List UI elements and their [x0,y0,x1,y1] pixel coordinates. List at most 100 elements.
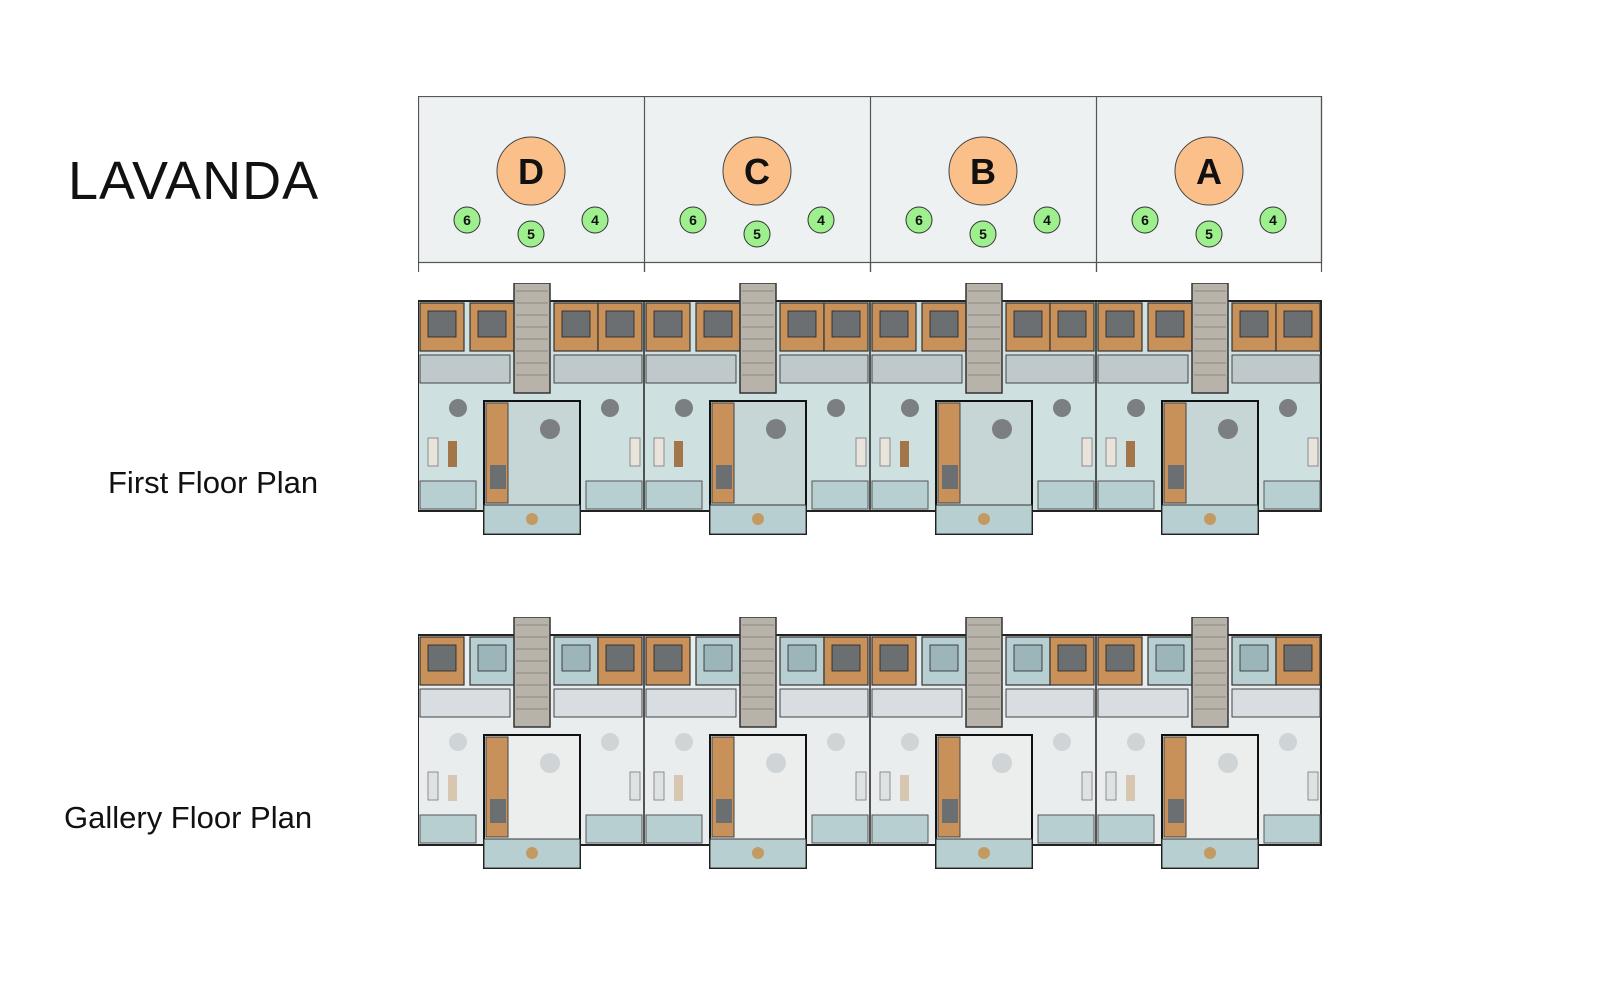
sofa [879,771,891,801]
bathroom [1005,688,1095,718]
unit-badge [581,206,609,234]
bed [427,644,457,672]
table [1218,753,1238,773]
staircase [965,282,1003,394]
terrace [811,480,869,510]
unit-number: 5 [1205,226,1213,242]
bed [1057,310,1087,338]
coffee-table [448,441,457,467]
bed [427,310,457,338]
bathroom [1097,688,1189,718]
bathroom [1005,354,1095,384]
sofa [1081,437,1093,467]
coffee-table [1126,441,1135,467]
table [449,399,467,417]
bed [1283,644,1313,672]
coffee-table [1126,775,1135,801]
bed [490,799,506,823]
bed [942,799,958,823]
staircase [965,616,1003,728]
block-badge [722,136,792,206]
bed [942,465,958,489]
bed [703,644,733,672]
staircase [739,616,777,728]
block-badge [496,136,566,206]
sofa [653,437,665,467]
table [1218,419,1238,439]
plan-block [1095,616,1321,869]
terrace [871,814,929,844]
table [901,733,919,751]
table [766,753,786,773]
unit-badge [517,220,545,248]
sofa [427,437,439,467]
terrace [645,480,703,510]
staircase [513,616,551,728]
bathroom [1231,354,1321,384]
bed [653,310,683,338]
bed [1105,310,1135,338]
block-d: D 6 5 4 [418,136,609,272]
bed [787,644,817,672]
bed [1168,799,1184,823]
bathroom [419,688,511,718]
staircase [513,282,551,394]
sofa [1081,771,1093,801]
bathroom [1097,354,1189,384]
plan-block [419,282,643,535]
unit-badge [453,206,481,234]
terrace [811,814,869,844]
plan-block [1095,282,1321,535]
table [1127,733,1145,751]
staircase [1191,282,1229,394]
balcony [709,504,807,535]
unit-number: 4 [817,212,825,228]
dining-set [978,513,990,525]
bed [477,310,507,338]
unit-badge [905,206,933,234]
unit-badge [1033,206,1061,234]
block-letter: D [518,151,544,192]
unit-number: 6 [463,212,471,228]
gallery-floor-plan-label: Gallery Floor Plan [64,800,313,835]
unit-badge [969,220,997,248]
terrace [645,814,703,844]
sofa [855,771,867,801]
terrace [419,480,477,510]
bed [1239,310,1269,338]
bed [1057,644,1087,672]
dining-set [1204,513,1216,525]
bathroom [645,688,737,718]
gallery-floor-plan-drawing [417,616,1323,870]
plan-block [643,616,869,869]
table [992,753,1012,773]
terrace [419,814,477,844]
block-badge [1174,136,1244,206]
unit-badge [1259,206,1287,234]
bed [879,644,909,672]
bed [605,644,635,672]
bathroom [779,354,869,384]
dining-set [752,847,764,859]
terrace [1263,814,1321,844]
coffee-table [674,441,683,467]
unit-number: 4 [1043,212,1051,228]
dining-set [526,847,538,859]
dining-set [978,847,990,859]
dining-set [752,513,764,525]
bed [477,644,507,672]
unit-number: 6 [1141,212,1149,228]
table [901,399,919,417]
table [540,753,560,773]
bathroom [779,688,869,718]
unit-number: 4 [591,212,599,228]
bed [716,465,732,489]
coffee-table [900,775,909,801]
table [540,419,560,439]
bed [561,644,591,672]
unit-number: 5 [527,226,535,242]
table [992,419,1012,439]
coffee-table [900,441,909,467]
